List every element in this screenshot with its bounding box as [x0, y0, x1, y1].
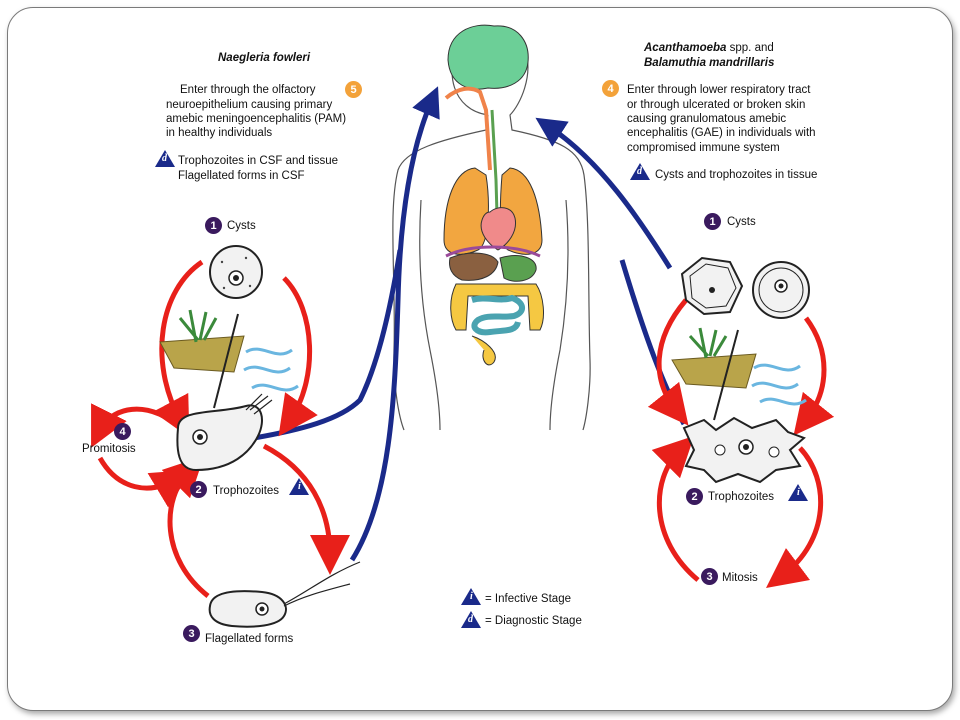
left-diagnostic-icon: d [155, 150, 175, 167]
nasal-tract [444, 86, 492, 171]
blue-arrow-right-cysts [535, 117, 673, 270]
right-entry-line-3: causing granulomatous amebic [627, 113, 787, 125]
right-entry-line-5: compromised immune system [627, 142, 780, 154]
right-diagnostic-icon: d [630, 163, 650, 180]
left-cycle-arrows [91, 259, 350, 598]
left-entry-badge: 5 [345, 81, 362, 98]
legend-diagnostic-text: = Diagnostic Stage [485, 615, 582, 627]
flagellated-badge: 3 [183, 625, 200, 642]
left-trophozoites-badge: 2 [190, 481, 207, 498]
left-entry-line-1: Enter through the olfactory [180, 84, 316, 96]
right-diagnostic-text: Cysts and trophozoites in tissue [655, 169, 818, 181]
left-flagellate-drawing [208, 561, 361, 628]
blue-arrow-right-trophozoite [619, 259, 687, 426]
brain [447, 24, 529, 90]
left-trophozoite-drawing [176, 393, 273, 472]
right-cysts-label: Cysts [727, 216, 756, 228]
promitosis-label: Promitosis [82, 443, 136, 455]
left-diagnostic-line-2: Flagellated forms in CSF [178, 170, 305, 182]
left-entry-line-4: in healthy individuals [166, 127, 273, 139]
lung-left [443, 167, 489, 255]
legend-infective-text: = Infective Stage [485, 593, 571, 605]
left-diagnostic-line-1: Trophozoites in CSF and tissue [178, 155, 339, 167]
right-entry-badge: 4 [602, 80, 619, 97]
left-organism-title: Naegleria fowleri [218, 52, 311, 64]
legend-infective-icon: i [461, 588, 481, 605]
left-infective-icon: i [289, 478, 309, 495]
left-trophozoites-label: Trophozoites [213, 485, 280, 497]
promitosis-badge: 4 [114, 423, 131, 440]
right-trophozoites-badge: 2 [686, 488, 703, 505]
small-intestine [471, 294, 525, 336]
liver [449, 252, 499, 281]
diaphragm [445, 245, 541, 258]
right-cyst-drawings [680, 256, 810, 319]
heart [480, 207, 517, 251]
left-soil-water-scene [159, 309, 299, 409]
left-entry-line-3: amebic meningoencephalitis (PAM) [166, 113, 347, 125]
flagellated-label: Flagellated forms [205, 633, 294, 645]
right-entry-line-2: or through ulcerated or broken skin [627, 99, 806, 111]
mitosis-badge: 3 [701, 568, 718, 585]
spp-and: spp. and [726, 42, 774, 54]
right-organism-title-line-1: Acanthamoeba spp. and [644, 41, 774, 55]
blue-arrow-left-infection [349, 86, 440, 562]
right-cysts-badge: 1 [704, 213, 721, 230]
right-trophozoites-label: Trophozoites [708, 491, 775, 503]
right-soil-water-scene [671, 327, 807, 421]
legend-diagnostic-icon: d [461, 611, 481, 628]
right-entry-line-4: encephalitis (GAE) in individuals with [627, 127, 816, 139]
left-cysts-badge: 1 [205, 217, 222, 234]
mitosis-label: Mitosis [722, 572, 758, 584]
large-intestine [450, 283, 544, 366]
right-entry-line-1: Enter through lower respiratory tract [627, 84, 811, 96]
right-infective-icon: i [788, 484, 808, 501]
stomach [499, 255, 537, 282]
right-trophozoite-drawing [682, 416, 806, 484]
left-entry-line-2: neuroepithelium causing primary [166, 99, 333, 111]
left-cyst-drawing [209, 245, 263, 299]
right-cycle-arrows [647, 298, 835, 589]
acanthamoeba-name: Acanthamoeba [644, 42, 727, 54]
right-organism-title-line-2: Balamuthia mandrillaris [644, 57, 775, 69]
blue-arrow-left-trophozoite [253, 249, 403, 441]
left-cysts-label: Cysts [227, 220, 256, 232]
